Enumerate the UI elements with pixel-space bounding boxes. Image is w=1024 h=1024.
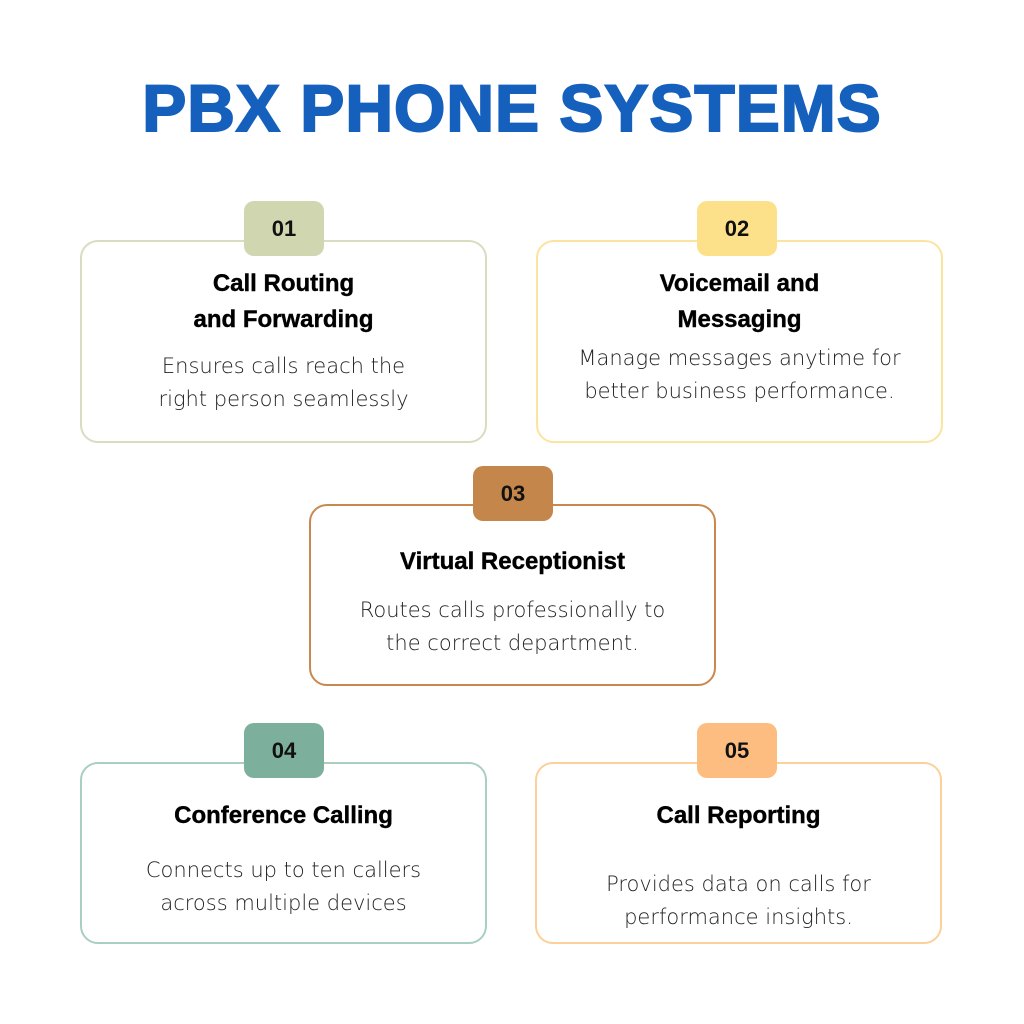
number-badge: 01: [244, 201, 324, 256]
card-title-line: Conference Calling: [174, 802, 393, 829]
card-description-line: Ensures calls reach the: [161, 354, 406, 378]
card-title: Call Routing and Forwarding: [82, 266, 485, 338]
number-badge: 02: [697, 201, 777, 256]
card-description: Manage messages anytime for better busin…: [538, 342, 941, 408]
card-description-line: better business performance.: [584, 379, 895, 403]
number-badge: 05: [697, 723, 777, 778]
card-description-line: the correct department.: [386, 631, 639, 655]
card-description-line: Manage messages anytime for: [578, 346, 901, 370]
card-description-line: Connects up to ten callers: [145, 858, 422, 882]
feature-card-conference-calling: Conference Calling Connects up to ten ca…: [80, 762, 487, 944]
feature-card-call-routing: Call Routing and Forwarding Ensures call…: [80, 240, 487, 443]
page-title: PBX PHONE SYSTEMS: [141, 70, 882, 146]
feature-card-call-reporting: Call Reporting Provides data on calls fo…: [535, 762, 942, 944]
card-title: Call Reporting: [537, 798, 940, 834]
card-description: Routes calls professionally to the corre…: [311, 594, 714, 660]
card-description-line: Routes calls professionally to: [359, 598, 666, 622]
card-description-line: Provides data on calls for: [606, 872, 871, 896]
card-title: Voicemail and Messaging: [538, 266, 941, 338]
card-title-line: Call Reporting: [656, 802, 821, 829]
card-title: Virtual Receptionist: [311, 544, 714, 580]
card-title-line: Virtual Receptionist: [400, 548, 625, 575]
feature-card-voicemail: Voicemail and Messaging Manage messages …: [536, 240, 943, 443]
card-description-line: across multiple devices: [160, 891, 407, 915]
number-badge: 04: [244, 723, 324, 778]
card-title-line: Messaging: [677, 306, 802, 333]
number-badge: 03: [473, 466, 553, 521]
card-description: Ensures calls reach the right person sea…: [82, 350, 485, 416]
card-title-line: Call Routing: [212, 270, 355, 297]
card-description: Connects up to ten callers across multip…: [82, 854, 485, 920]
card-title-line: and Forwarding: [193, 306, 374, 333]
card-description: Provides data on calls for performance i…: [537, 868, 940, 934]
card-title-line: Voicemail and: [659, 270, 820, 297]
card-description-line: right person seamlessly: [158, 387, 409, 411]
card-description-line: performance insights.: [624, 905, 853, 929]
card-title: Conference Calling: [82, 798, 485, 834]
feature-card-virtual-receptionist: Virtual Receptionist Routes calls profes…: [309, 504, 716, 686]
